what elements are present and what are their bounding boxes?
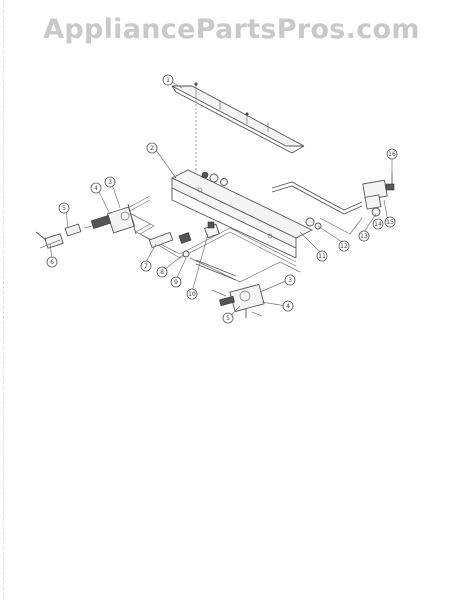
callout-11: 11 [316,250,328,262]
callout-12: 12 [338,240,350,252]
svg-text:5: 5 [226,315,230,322]
svg-text:16: 16 [388,151,396,158]
callout-16: 16 [386,148,398,160]
callout-6: 6 [46,256,58,268]
callout-4-lower: 4 [282,300,294,312]
svg-text:10: 10 [188,291,196,298]
callout-4: 4 [90,182,102,194]
callout-9: 9 [170,276,182,288]
callout-14: 14 [372,218,384,230]
callout-10: 10 [186,288,198,300]
callout-3-lower: 3 [284,274,296,286]
nuts-upper [201,171,322,230]
svg-text:14: 14 [374,221,382,228]
svg-text:4: 4 [286,303,290,310]
svg-text:15: 15 [386,219,394,226]
svg-text:4: 4 [94,185,98,192]
callout-13: 13 [358,230,370,242]
svg-text:3: 3 [108,179,112,186]
leader-lines [49,81,393,317]
callout-2: 2 [146,142,158,154]
manifold-bar [170,169,314,259]
svg-text:9: 9 [174,279,178,286]
valve-right [211,283,265,318]
svg-text:7: 7 [144,263,148,270]
svg-text:6: 6 [50,259,54,266]
callout-15: 15 [384,216,396,228]
callout-7: 7 [140,260,152,272]
svg-text:11: 11 [318,253,326,260]
watermark: AppliancePartsPros.com [43,14,420,45]
page-edge [3,0,5,600]
fittings-middle [148,221,237,281]
svg-text:1: 1 [166,77,170,84]
svg-text:5: 5 [62,205,66,212]
callout-5: 5 [58,202,70,214]
callout-8: 8 [156,266,168,278]
callout-5-lower: 5 [222,312,234,324]
svg-text:2: 2 [150,145,154,152]
callout-1: 1 [162,74,174,86]
svg-text:8: 8 [160,269,164,276]
svg-text:3: 3 [288,277,292,284]
bracket-top [171,82,305,154]
svg-text:12: 12 [340,243,348,250]
callout-3: 3 [104,176,116,188]
orifice-left [35,223,82,249]
svg-text:13: 13 [360,233,368,240]
regulator [362,172,395,217]
valve-left [90,203,137,235]
